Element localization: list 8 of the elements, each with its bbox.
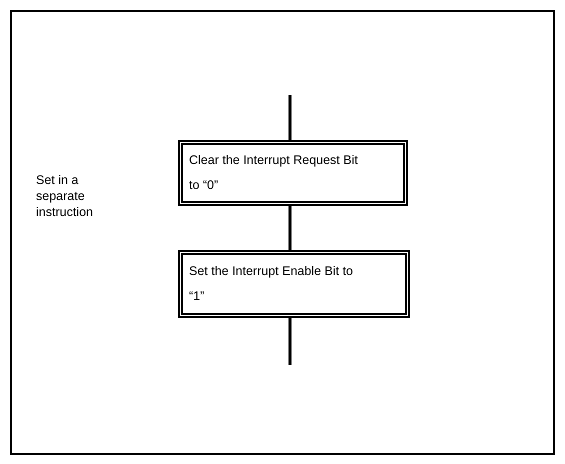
- process-box: [178, 140, 408, 206]
- connector-line: [288, 206, 292, 250]
- side-note: Set in a separate instruction: [36, 172, 94, 220]
- process-box: [178, 250, 410, 318]
- box-text: Clear the Interrupt Request Bit to “0”: [189, 152, 359, 194]
- connector-line: [288, 318, 292, 365]
- box-text: Set the Interrupt Enable Bit to “1”: [189, 263, 354, 305]
- connector-line: [288, 95, 292, 140]
